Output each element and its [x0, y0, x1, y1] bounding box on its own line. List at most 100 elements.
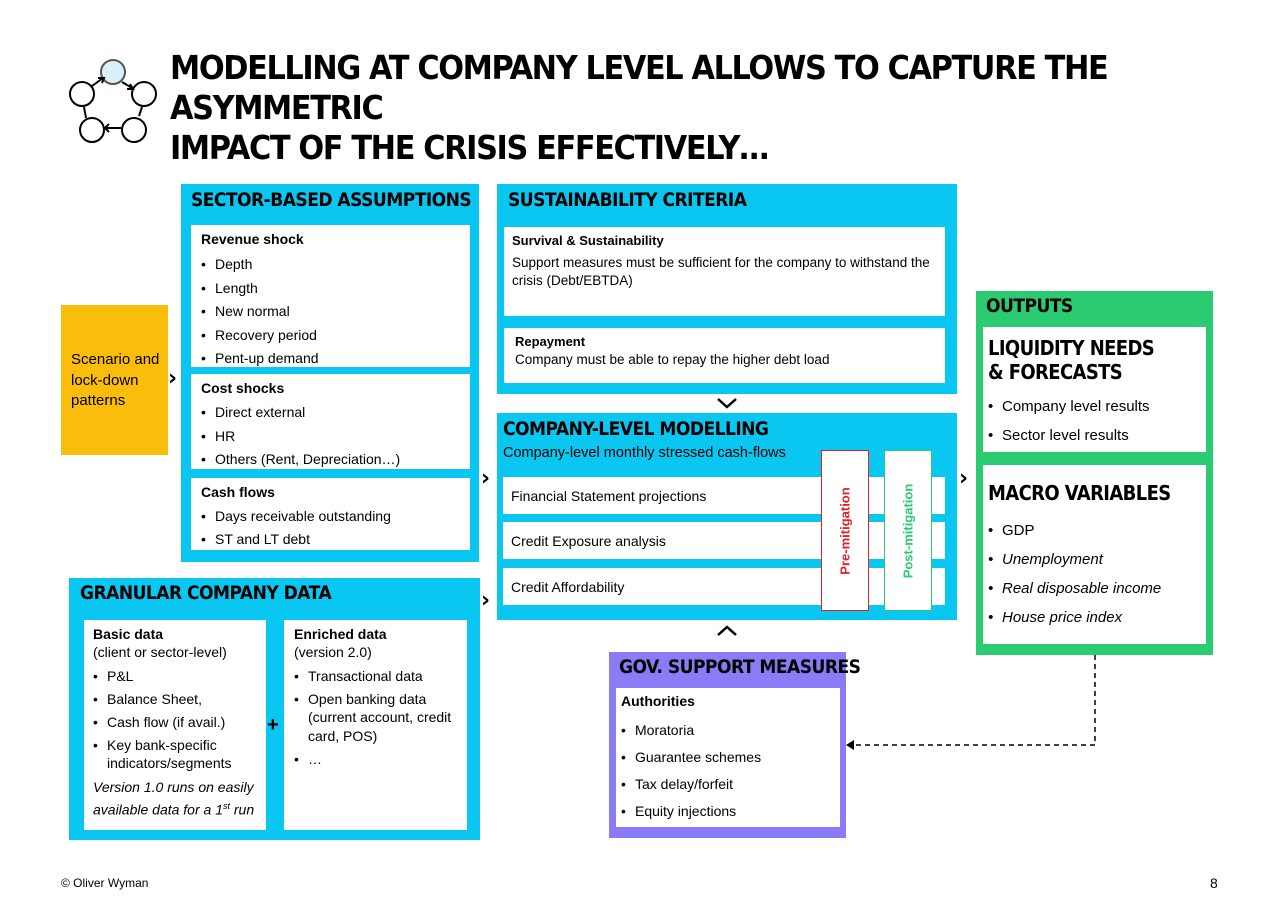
sector-assumptions-panel: SECTOR-BASED ASSUMPTIONS Revenue shock D…	[181, 184, 479, 562]
survival-label: Survival & Sustainability	[512, 233, 664, 248]
basic-data-label: Basic data	[93, 626, 164, 642]
enriched-data-sub: (version 2.0)	[294, 644, 372, 660]
list-item: Guarantee schemes	[621, 744, 761, 771]
liquidity-list: Company level results Sector level resul…	[988, 392, 1150, 450]
list-item: P&L	[93, 667, 263, 685]
post-mitigation-tag: Post-mitigation	[884, 450, 932, 611]
note-text-b: available data for a 1	[93, 801, 223, 818]
list-item: House price index	[988, 603, 1161, 632]
chevron-right-icon: ›	[168, 366, 178, 391]
revenue-shock-card: Revenue shock Depth Length New normal Re…	[191, 225, 470, 370]
title-line-2: IMPACT OF THE CRISIS EFFECTIVELY…	[170, 128, 769, 167]
macro-card: MACRO VARIABLES GDP Unemployment Real di…	[983, 465, 1206, 644]
list-item: Moratoria	[621, 717, 761, 744]
copyright: © Oliver Wyman	[61, 876, 149, 890]
gov-header: GOV. SUPPORT MEASURES	[619, 656, 861, 678]
chevron-down-icon	[717, 398, 737, 409]
list-item: Sector level results	[988, 421, 1150, 450]
repayment-label: Repayment	[515, 334, 586, 349]
modelling-subtitle: Company-level monthly stressed cash-flow…	[503, 445, 786, 461]
list-item: Recovery period	[201, 324, 319, 348]
sustainability-panel: SUSTAINABILITY CRITERIA Survival & Susta…	[497, 184, 957, 394]
list-item: New normal	[201, 300, 319, 324]
list-item: …	[294, 750, 464, 769]
chevron-right-icon: ›	[959, 466, 969, 491]
scenario-box: Scenario and lock-down patterns	[61, 305, 168, 455]
authorities-label: Authorities	[621, 693, 695, 709]
granular-data-panel: GRANULAR COMPANY DATA Basic data (client…	[69, 578, 480, 840]
title-line-1: MODELLING AT COMPANY LEVEL ALLOWS TO CAP…	[170, 48, 1109, 127]
list-item: Real disposable income	[988, 574, 1161, 603]
cost-shock-label: Cost shocks	[201, 380, 285, 396]
list-item: Direct external	[201, 401, 400, 425]
scenario-text: Scenario and lock-down patterns	[71, 351, 160, 409]
list-item: Others (Rent, Depreciation…)	[201, 448, 400, 472]
sector-header: SECTOR-BASED ASSUMPTIONS	[191, 189, 472, 211]
list-item: Unemployment	[988, 545, 1161, 574]
modelling-header: COMPANY-LEVEL MODELLING	[503, 418, 769, 440]
list-item: Equity injections	[621, 798, 761, 825]
modelling-row: Credit Affordability	[503, 568, 945, 605]
cash-flows-list: Days receivable outstanding ST and LT de…	[201, 505, 391, 551]
cycle-circles-icon	[69, 59, 157, 143]
enriched-data-label: Enriched data	[294, 626, 387, 642]
plus-sign: +	[267, 714, 279, 736]
macro-list: GDP Unemployment Real disposable income …	[988, 516, 1161, 632]
list-item: Length	[201, 277, 319, 301]
feedback-arrow	[846, 655, 1096, 750]
list-item: Days receivable outstanding	[201, 505, 391, 528]
repayment-card: Repayment Company must be able to repay …	[504, 328, 945, 383]
chevron-up-icon	[717, 625, 737, 636]
list-item: Transactional data	[294, 667, 464, 686]
cost-shock-list: Direct external HR Others (Rent, Depreci…	[201, 401, 400, 472]
list-item: Key bank-specific indicators/segments	[93, 736, 263, 772]
repayment-text: Company must be able to repay the higher…	[515, 352, 830, 367]
list-item: ST and LT debt	[201, 528, 391, 551]
gov-support-panel: GOV. SUPPORT MEASURES Authorities Morato…	[609, 652, 861, 838]
cash-flows-label: Cash flows	[201, 484, 275, 500]
pre-mitigation-tag: Pre-mitigation	[821, 450, 869, 611]
note-text-c: run	[230, 801, 255, 818]
basic-data-note: Version 1.0 runs on easily available dat…	[93, 778, 265, 820]
chevron-right-icon: ›	[481, 588, 491, 613]
list-item: Depth	[201, 253, 319, 277]
list-item: Company level results	[988, 392, 1150, 421]
post-mitigation-label: Post-mitigation	[900, 483, 916, 578]
basic-data-card: Basic data (client or sector-level) P&L …	[84, 620, 266, 830]
survival-text: Support measures must be sufficient for …	[512, 255, 930, 288]
liquidity-card: LIQUIDITY NEEDS & FORECASTS Company leve…	[983, 327, 1206, 452]
authorities-card: Authorities Moratoria Guarantee schemes …	[616, 688, 840, 827]
list-item: Balance Sheet,	[93, 690, 263, 708]
cash-flows-card: Cash flows Days receivable outstanding S…	[191, 478, 470, 551]
list-item: Cash flow (if avail.)	[93, 713, 263, 731]
liquidity-title-a: LIQUIDITY NEEDS	[988, 336, 1155, 360]
liquidity-title: LIQUIDITY NEEDS & FORECASTS	[988, 336, 1155, 384]
list-item: HR	[201, 425, 400, 449]
list-item: Pent-up demand	[201, 347, 319, 371]
enriched-data-list: Transactional data Open banking data (cu…	[294, 667, 464, 769]
note-text-a: Version 1.0 runs on easily	[93, 779, 254, 795]
liquidity-title-b: & FORECASTS	[988, 360, 1123, 384]
modelling-row: Financial Statement projections	[503, 477, 945, 514]
page-title: MODELLING AT COMPANY LEVEL ALLOWS TO CAP…	[170, 48, 1127, 168]
revenue-shock-label: Revenue shock	[201, 231, 304, 247]
authorities-list: Moratoria Guarantee schemes Tax delay/fo…	[621, 717, 761, 825]
pre-mitigation-label: Pre-mitigation	[837, 486, 853, 575]
revenue-shock-list: Depth Length New normal Recovery period …	[201, 253, 319, 371]
basic-data-list: P&L Balance Sheet, Cash flow (if avail.)…	[93, 667, 263, 772]
page-number: 8	[1210, 875, 1218, 891]
granular-header: GRANULAR COMPANY DATA	[80, 582, 332, 604]
outputs-header: OUTPUTS	[986, 295, 1073, 317]
modelling-row: Credit Exposure analysis	[503, 522, 945, 559]
macro-title: MACRO VARIABLES	[988, 481, 1171, 505]
survival-card: Survival & Sustainability Support measur…	[504, 227, 945, 316]
sustainability-header: SUSTAINABILITY CRITERIA	[508, 189, 747, 211]
note-sup: st	[222, 801, 230, 811]
list-item: Open banking data (current account, cred…	[294, 690, 464, 746]
list-item: Tax delay/forfeit	[621, 771, 761, 798]
list-item: GDP	[988, 516, 1161, 545]
basic-data-sub: (client or sector-level)	[93, 644, 227, 660]
cost-shock-card: Cost shocks Direct external HR Others (R…	[191, 374, 470, 472]
outputs-panel: OUTPUTS LIQUIDITY NEEDS & FORECASTS Comp…	[976, 291, 1213, 655]
chevron-right-icon: ›	[481, 466, 491, 491]
